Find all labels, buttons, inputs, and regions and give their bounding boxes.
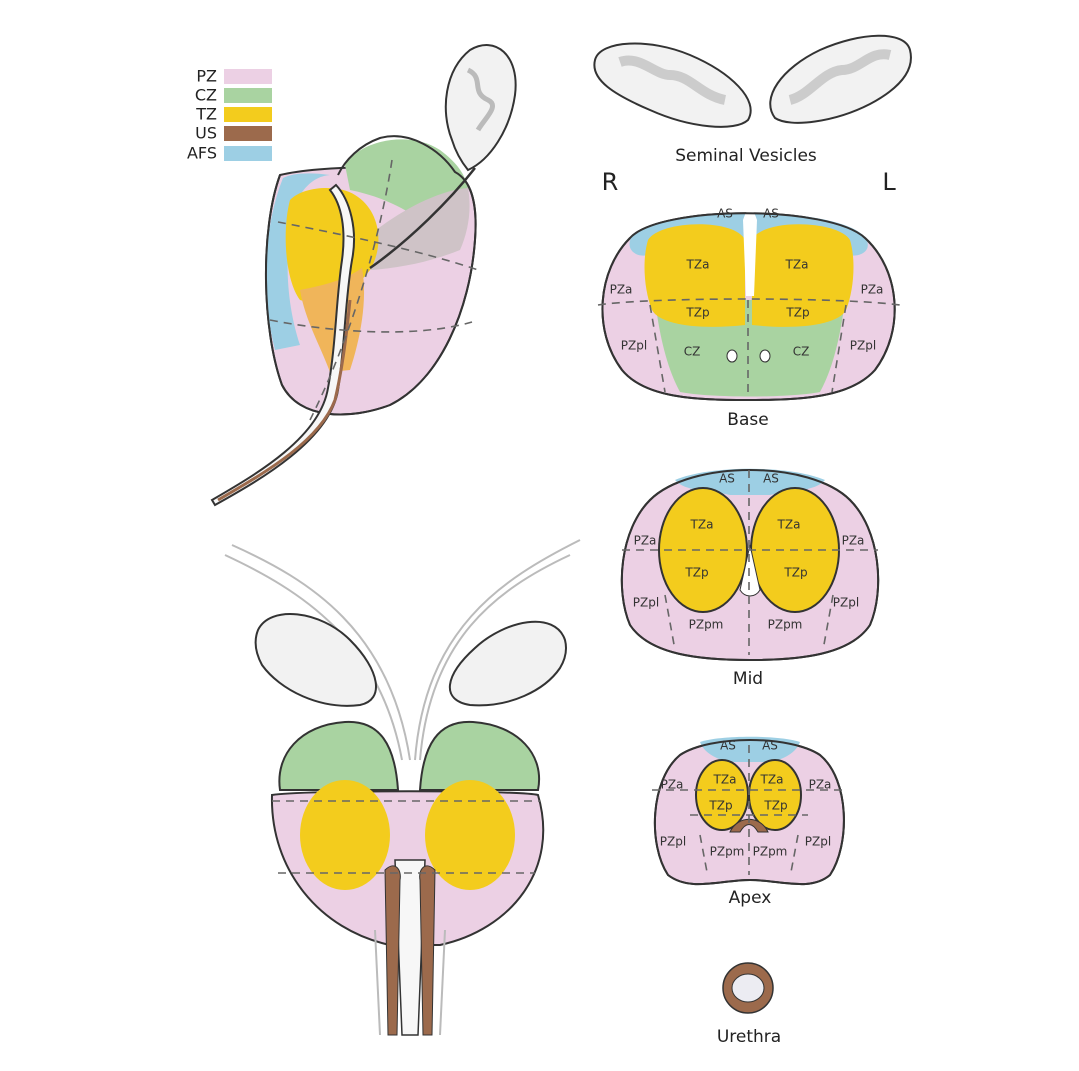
legend-label-cz: CZ xyxy=(195,86,217,105)
legend-swatch-cz xyxy=(224,88,272,103)
base-label-cz-right: CZ xyxy=(684,345,701,359)
base-label-tza-left: TZa xyxy=(785,258,809,272)
apex-label-pzpm-right: PZpm xyxy=(710,845,745,859)
mid-label-pzpm-left: PZpm xyxy=(768,618,803,632)
base-label-pzpl-left: PZpl xyxy=(850,339,876,353)
mid-label-pzpm-right: PZpm xyxy=(689,618,724,632)
caption-mid: Mid xyxy=(733,669,763,689)
apex-label-pza-left: PZa xyxy=(809,778,832,792)
legend-item-cz: CZ xyxy=(195,86,272,105)
mid-label-pza-left: PZa xyxy=(842,534,865,548)
apex-label-as-left: AS xyxy=(762,739,778,753)
apex-label-as-right: AS xyxy=(720,739,736,753)
coronal-central-zone-right xyxy=(279,722,398,790)
base-label-pza-left: PZa xyxy=(861,283,884,297)
apex-label-pzpl-right: PZpl xyxy=(660,835,686,849)
legend-item-us: US xyxy=(195,124,272,143)
base-label-tzp-right: TZp xyxy=(685,306,709,320)
apex-label-pzpm-left: PZpm xyxy=(753,845,788,859)
zone-legend: PZ CZ TZ US AFS xyxy=(187,67,272,163)
coronal-central-zone-left xyxy=(420,722,539,790)
axial-seminal-vesicles: Seminal Vesicles xyxy=(594,36,911,166)
apex-label-tza-right: TZa xyxy=(713,773,737,787)
coronal-view xyxy=(225,540,580,1035)
apex-label-tza-left: TZa xyxy=(760,773,784,787)
legend-item-afs: AFS xyxy=(187,144,272,163)
coronal-seminal-vesicle-right xyxy=(256,614,376,706)
mid-label-tza-right: TZa xyxy=(690,518,714,532)
legend-item-tz: TZ xyxy=(195,105,272,124)
coronal-seminal-vesicle-left xyxy=(450,622,566,706)
caption-apex: Apex xyxy=(729,888,772,908)
mid-label-as-left: AS xyxy=(763,472,779,486)
urethra-cross-section: Urethra xyxy=(717,963,781,1047)
legend-label-pz: PZ xyxy=(196,67,217,86)
mid-label-tzp-left: TZp xyxy=(783,566,807,580)
base-ejaculatory-duct-left xyxy=(760,350,770,362)
legend-label-us: US xyxy=(195,124,217,143)
mid-label-pzpl-left: PZpl xyxy=(833,596,859,610)
base-ejaculatory-duct-right xyxy=(727,350,737,362)
coronal-urethral-sphincter-left xyxy=(420,866,435,1035)
axial-seminal-vesicle-left xyxy=(770,36,911,123)
apex-transition-zone-right xyxy=(696,760,748,830)
apex-label-pzpl-left: PZpl xyxy=(805,835,831,849)
mid-label-tzp-right: TZp xyxy=(684,566,708,580)
apex-label-tzp-right: TZp xyxy=(708,799,732,813)
orientation-left-label: L xyxy=(882,168,896,196)
base-label-as-right: AS xyxy=(717,207,733,221)
legend-label-afs: AFS xyxy=(187,144,217,163)
legend-swatch-tz xyxy=(224,107,272,122)
legend-item-pz: PZ xyxy=(196,67,272,86)
base-label-as-left: AS xyxy=(763,207,779,221)
legend-swatch-afs xyxy=(224,146,272,161)
urethra-lumen xyxy=(732,974,764,1002)
base-label-cz-left: CZ xyxy=(793,345,810,359)
sagittal-seminal-vesicle xyxy=(446,45,516,170)
axial-seminal-vesicle-right xyxy=(594,44,750,127)
axial-apex-section: AS AS TZa TZa TZp TZp PZa PZa PZpl PZpl … xyxy=(652,737,848,908)
base-label-pza-right: PZa xyxy=(610,283,633,297)
orientation-right-label: R xyxy=(602,168,619,196)
axial-mid-section: AS AS TZa TZa TZp TZp PZa PZa PZpl PZpl … xyxy=(622,469,878,689)
mid-transition-zone-right xyxy=(659,488,747,612)
base-label-tza-right: TZa xyxy=(686,258,710,272)
mid-label-pzpl-right: PZpl xyxy=(633,596,659,610)
legend-label-tz: TZ xyxy=(195,105,217,124)
base-label-pzpl-right: PZpl xyxy=(621,339,647,353)
apex-label-pza-right: PZa xyxy=(661,778,684,792)
mid-label-tza-left: TZa xyxy=(777,518,801,532)
coronal-urethral-sphincter-right xyxy=(385,866,400,1035)
base-label-tzp-left: TZp xyxy=(785,306,809,320)
legend-swatch-pz xyxy=(224,69,272,84)
mid-label-pza-right: PZa xyxy=(634,534,657,548)
caption-base: Base xyxy=(727,410,768,430)
apex-transition-zone-left xyxy=(749,760,801,830)
mid-label-as-right: AS xyxy=(719,472,735,486)
caption-seminal-vesicles: Seminal Vesicles xyxy=(675,146,817,166)
caption-urethra: Urethra xyxy=(717,1027,781,1047)
axial-base-section: AS AS TZa TZa TZp TZp CZ CZ PZa PZa PZpl… xyxy=(598,207,900,431)
apex-label-tzp-left: TZp xyxy=(763,799,787,813)
legend-swatch-us xyxy=(224,126,272,141)
